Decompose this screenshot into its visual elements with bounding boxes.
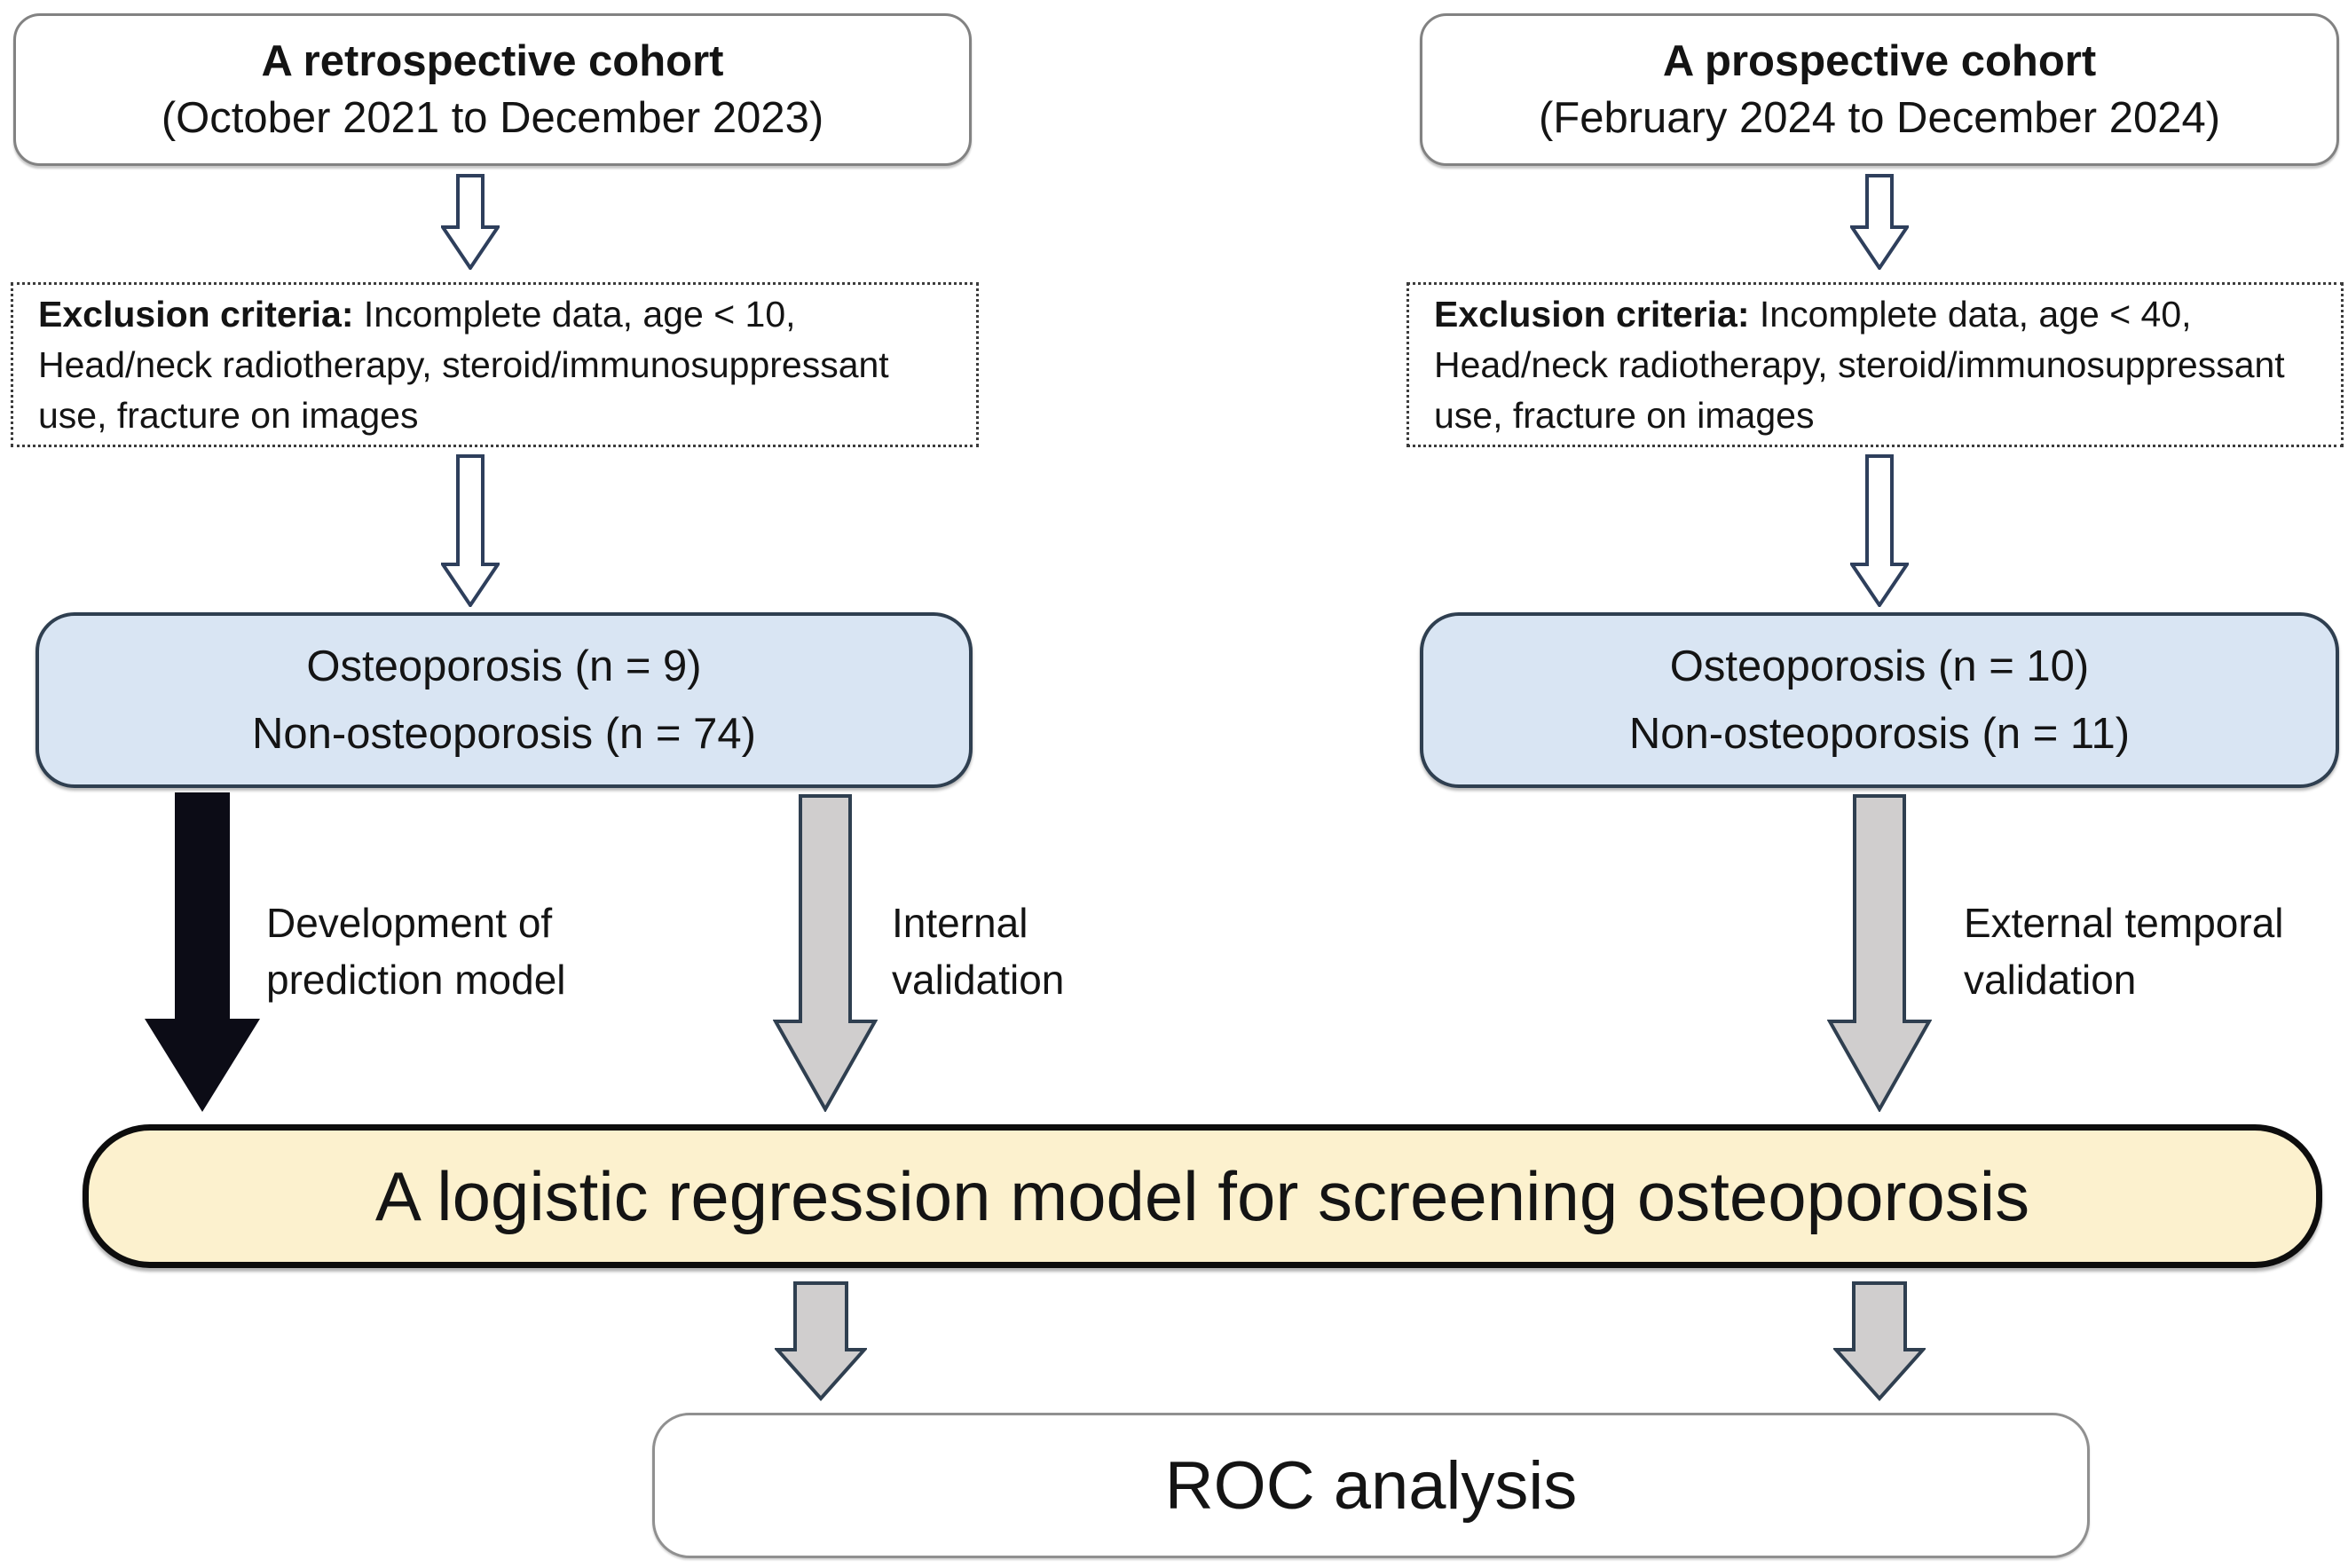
exclusion-criteria-box-left: Exclusion criteria: Incomplete data, age… [11,282,979,447]
exclusion-line1-left: Incomplete data, age < 10, [363,293,796,335]
osteoporosis-count-left: Osteoporosis (n = 9) [306,642,702,690]
non-osteoporosis-count-right: Non-osteoporosis (n = 11) [1628,710,2131,758]
roc-analysis-box: ROC analysis [652,1413,2090,1558]
exclusion-line2-left: Head/neck radiotherapy, steroid/immunosu… [38,343,889,385]
development-label-line2: prediction model [266,957,566,1003]
internal-label-line1: Internal [892,900,1028,946]
retrospective-cohort-title: A retrospective cohort [261,37,724,85]
prospective-cohort-title: A prospective cohort [1662,37,2097,85]
internal-validation-label: Internal validation [892,894,1064,1008]
logistic-model-text: A logistic regression model for screenin… [374,1156,2030,1235]
gray-down-arrow-icon [773,794,878,1112]
roc-analysis-text: ROC analysis [1164,1447,1578,1524]
down-arrow-icon [1850,454,1909,607]
down-arrow-icon [1850,174,1909,270]
down-arrow-icon [441,454,500,607]
exclusion-line2-right: Head/neck radiotherapy, steroid/immunosu… [1434,343,2285,385]
gray-down-arrow-icon [1827,794,1932,1112]
external-label-line1: External temporal [1964,900,2284,946]
retrospective-cohort-dates: (October 2021 to December 2023) [161,94,824,142]
black-down-arrow-icon [145,792,260,1112]
osteoporosis-count-right: Osteoporosis (n = 10) [1669,642,2090,690]
down-arrow-icon [441,174,500,270]
prospective-cohort-box: A prospective cohort (February 2024 to D… [1420,13,2339,166]
development-label-line1: Development of [266,900,553,946]
osteoporosis-count-box-left: Osteoporosis (n = 9) Non-osteoporosis (n… [35,612,973,788]
development-arrow-label: Development of prediction model [266,894,566,1008]
prospective-cohort-dates: (February 2024 to December 2024) [1538,94,2221,142]
exclusion-criteria-box-right: Exclusion criteria: Incomplete data, age… [1406,282,2344,447]
non-osteoporosis-count-left: Non-osteoporosis (n = 74) [252,710,756,758]
exclusion-text-left: Exclusion criteria: Incomplete data, age… [38,289,951,441]
gray-down-arrow-icon [1833,1281,1926,1401]
exclusion-line3-right: use, fracture on images [1434,394,1815,436]
exclusion-line3-left: use, fracture on images [38,394,419,436]
osteoporosis-count-box-right: Osteoporosis (n = 10) Non-osteoporosis (… [1420,612,2339,788]
exclusion-text-right: Exclusion criteria: Incomplete data, age… [1434,289,2316,441]
exclusion-line1-right: Incomplete data, age < 40, [1759,293,2192,335]
external-label-line2: validation [1964,957,2137,1003]
internal-label-line2: validation [892,957,1065,1003]
gray-down-arrow-icon [775,1281,867,1401]
retrospective-cohort-box: A retrospective cohort (October 2021 to … [13,13,972,166]
external-validation-label: External temporal validation [1964,894,2284,1008]
exclusion-label-right: Exclusion criteria: [1434,293,1750,335]
logistic-model-box: A logistic regression model for screenin… [83,1124,2322,1268]
exclusion-label-left: Exclusion criteria: [38,293,354,335]
